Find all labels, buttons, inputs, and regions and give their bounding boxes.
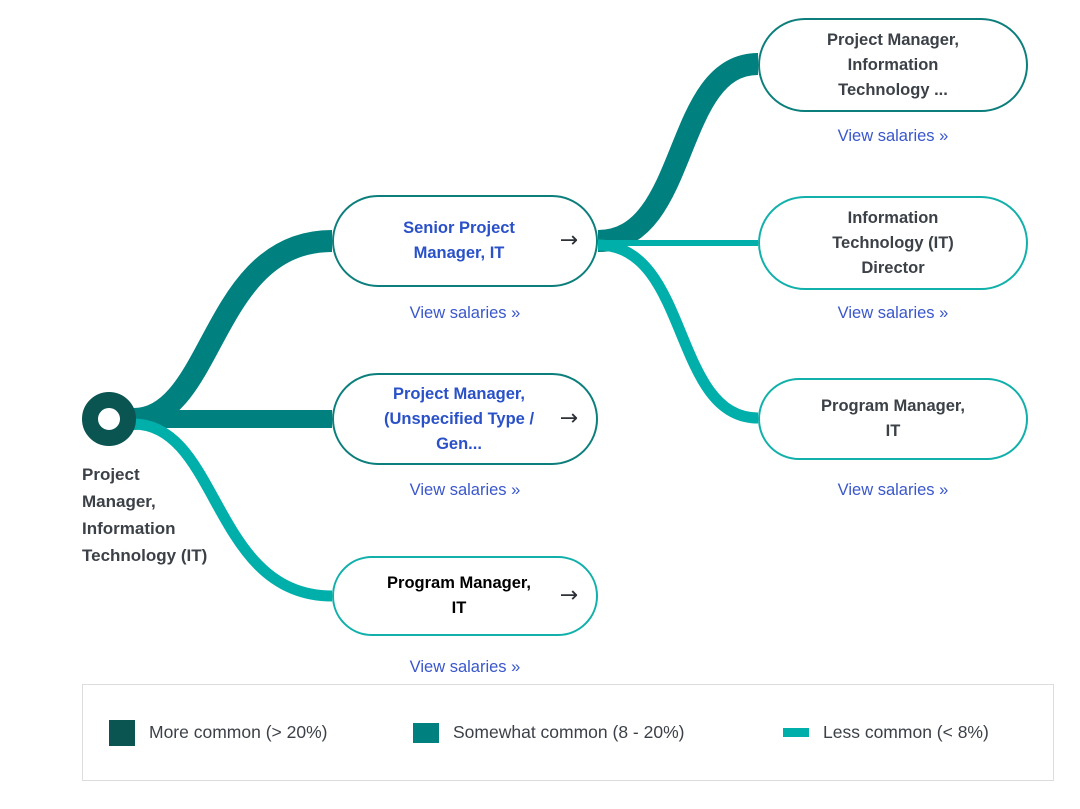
- node-project-manager-information-technology[interactable]: Project Manager, Information Technology …: [758, 18, 1028, 112]
- legend-label-more-common: More common (> 20%): [149, 722, 328, 742]
- node-title: Senior Project Manager, IT: [403, 219, 515, 262]
- node-program-manager-it-right[interactable]: Program Manager, IT: [758, 378, 1028, 460]
- view-salaries-link-project-manager-information-technology[interactable]: View salaries »: [837, 127, 949, 145]
- link-root-to-program-manager: [132, 418, 333, 602]
- node-title: Information Technology (IT) Director: [832, 208, 954, 277]
- legend: More common (> 20%) Somewhat common (8 -…: [82, 684, 1054, 781]
- node-project-manager-unspecified[interactable]: Project Manager, (Unspecified Type / Gen…: [332, 373, 598, 465]
- view-salaries-link-program-manager-it-right[interactable]: View salaries »: [837, 481, 949, 499]
- node-senior-project-manager-it[interactable]: Senior Project Manager, IT →: [332, 195, 598, 287]
- node-title: Project Manager, Information Technology …: [826, 30, 960, 99]
- arrow-right-icon: →: [559, 406, 578, 431]
- root-node-marker[interactable]: [82, 392, 136, 446]
- node-title: Project Manager, (Unspecified Type / Gen…: [383, 384, 535, 453]
- arrow-right-icon: →: [559, 583, 578, 608]
- node-information-technology-director[interactable]: Information Technology (IT) Director: [758, 196, 1028, 290]
- legend-swatch-less-common: [783, 728, 809, 737]
- view-salaries-link-information-technology-director[interactable]: View salaries »: [837, 304, 949, 322]
- link-senior-pm-to-pm-it: [597, 53, 759, 252]
- legend-swatch-somewhat-common: [413, 722, 439, 743]
- view-salaries-link-senior-project-manager-it[interactable]: View salaries »: [409, 304, 521, 322]
- node-program-manager-it-middle[interactable]: Program Manager, IT →: [332, 556, 598, 636]
- link-senior-pm-to-program-manager: [597, 239, 759, 424]
- legend-item-somewhat-common: Somewhat common (8 - 20%): [413, 722, 684, 743]
- root-node-label: Project Manager, Information Technology …: [82, 465, 208, 565]
- legend-item-less-common: Less common (< 8%): [783, 722, 989, 743]
- legend-label-somewhat-common: Somewhat common (8 - 20%): [453, 722, 685, 742]
- legend-swatch-more-common: [109, 719, 135, 746]
- view-salaries-link-program-manager-it-middle[interactable]: View salaries »: [409, 658, 521, 676]
- link-root-to-senior-pm: [132, 230, 333, 430]
- view-salaries-link-project-manager-unspecified[interactable]: View salaries »: [409, 481, 521, 499]
- arrow-right-icon: →: [559, 228, 578, 253]
- legend-item-more-common: More common (> 20%): [109, 719, 328, 746]
- node-title: Program Manager, IT: [387, 574, 531, 617]
- legend-label-less-common: Less common (< 8%): [823, 722, 989, 742]
- node-title: Program Manager, IT: [821, 397, 965, 440]
